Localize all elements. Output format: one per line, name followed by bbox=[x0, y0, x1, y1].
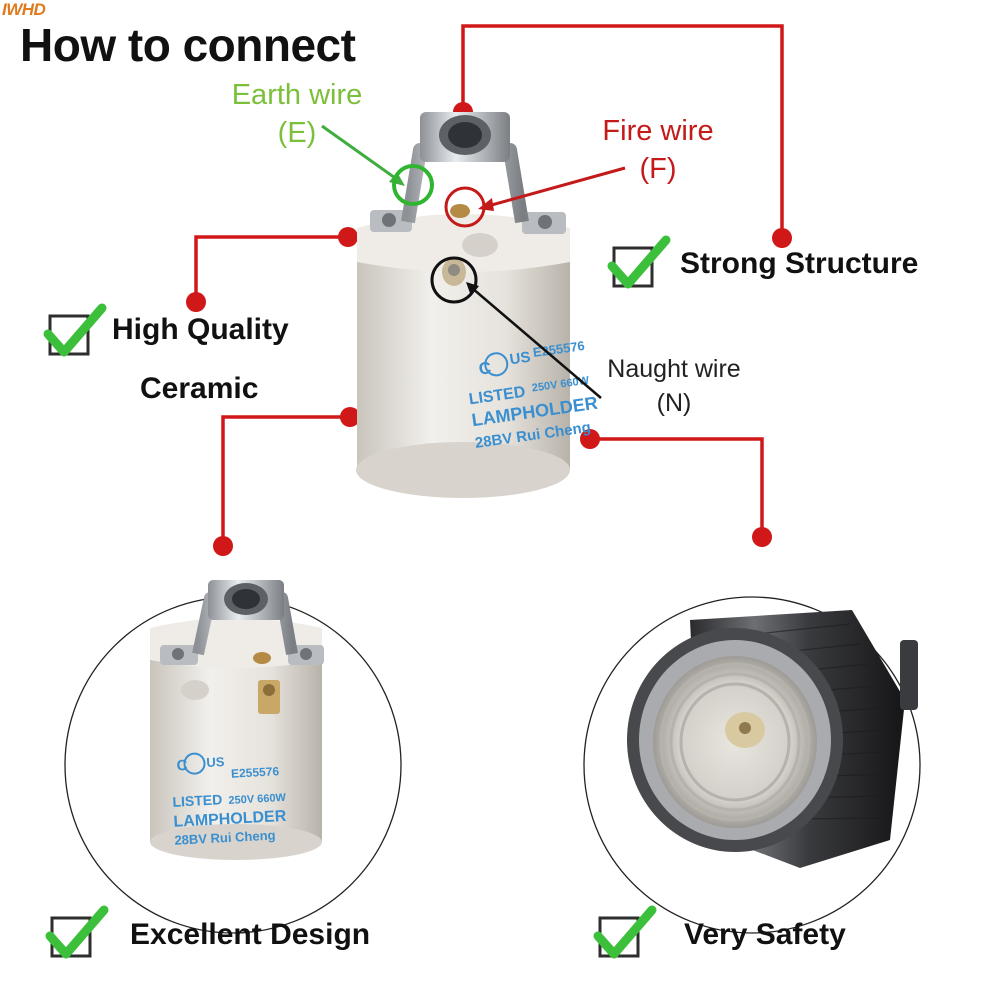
bottom-model-text: E255576 bbox=[231, 764, 280, 781]
feature-high-quality: High Quality bbox=[112, 313, 289, 346]
metal-socket-circle bbox=[583, 596, 921, 934]
ceramic-detail-circle bbox=[64, 580, 402, 934]
bottom-maker-text: 28BV Rui Cheng bbox=[174, 827, 276, 847]
earth-wire-name: Earth wire bbox=[231, 79, 363, 111]
fire-wire-code: (F) bbox=[639, 153, 677, 185]
bottom-listed-text: LISTED bbox=[172, 791, 223, 810]
naught-wire-code: (N) bbox=[656, 389, 692, 417]
page-title: How to connect bbox=[20, 19, 356, 71]
check-icon bbox=[593, 905, 657, 959]
check-icon bbox=[607, 235, 671, 289]
naught-wire-name: Naught wire bbox=[607, 355, 741, 383]
top-model-text: E255576 bbox=[532, 338, 586, 360]
ceramic-lampholder-top bbox=[356, 112, 570, 498]
bottom-lampholder-text: LAMPHOLDER bbox=[173, 808, 287, 831]
svg-text:C: C bbox=[176, 757, 188, 775]
check-icon bbox=[45, 905, 109, 959]
brand-logo: IWHD bbox=[2, 0, 46, 19]
svg-text:C: C bbox=[477, 358, 492, 379]
earth-wire-label: Earth wire (E) bbox=[222, 76, 372, 152]
bottom-holder-print: C US E255576 LISTED 250V 660W LAMPHOLDER… bbox=[172, 752, 287, 848]
fire-wire-name: Fire wire bbox=[602, 115, 714, 147]
connector-lines bbox=[194, 24, 784, 546]
check-icon bbox=[43, 303, 107, 357]
naught-wire-label: Naught wire (N) bbox=[590, 352, 758, 420]
fire-wire-marker bbox=[444, 166, 626, 228]
bottom-cert-text: US bbox=[206, 754, 225, 770]
feature-strong-structure: Strong Structure bbox=[680, 247, 919, 280]
earth-wire-code: (E) bbox=[277, 117, 317, 149]
feature-very-safety: Very Safety bbox=[684, 918, 846, 951]
fire-wire-label: Fire wire (F) bbox=[583, 112, 733, 188]
feature-ceramic: Ceramic bbox=[140, 372, 259, 405]
feature-excellent-design: Excellent Design bbox=[130, 918, 371, 951]
naught-wire-marker bbox=[430, 256, 602, 399]
earth-wire-marker bbox=[321, 124, 434, 206]
top-cert-text: US bbox=[509, 349, 532, 369]
bottom-rating-text: 250V 660W bbox=[228, 792, 287, 807]
